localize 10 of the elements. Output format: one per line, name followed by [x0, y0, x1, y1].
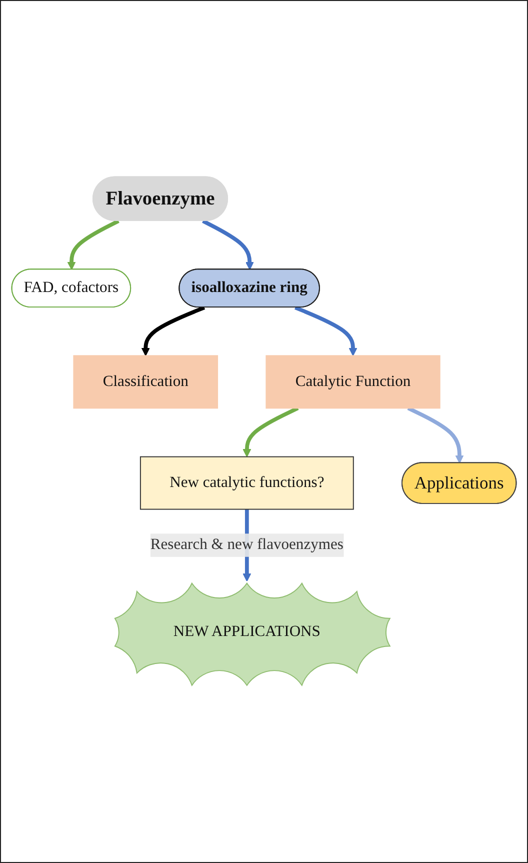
arrow: [407, 406, 464, 464]
arrow: [202, 220, 254, 270]
arrow: [67, 220, 120, 270]
edge-label: Research & new flavoenzymes: [150, 536, 344, 554]
node-box: Classification: [73, 356, 218, 410]
arrow: [141, 306, 206, 356]
arrow: [294, 306, 358, 356]
node-box: Catalytic Function: [266, 356, 440, 410]
node-box: New catalytic functions?: [140, 456, 354, 510]
arrow: [242, 406, 299, 458]
